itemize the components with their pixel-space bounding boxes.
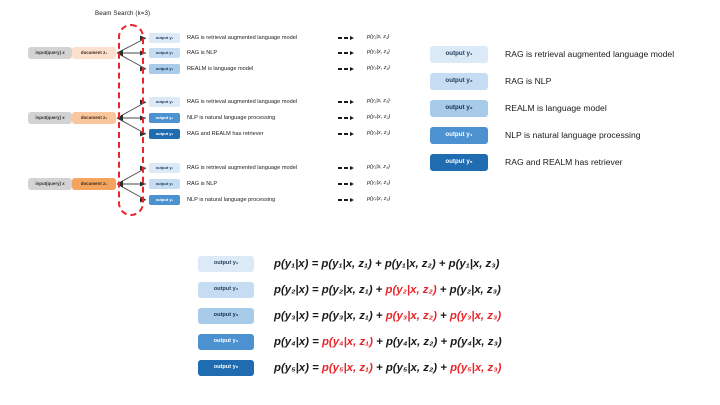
dashed-arrow-r3-o3: [338, 198, 354, 202]
legend-chip-y3: output y₃: [430, 100, 488, 117]
dashed-arrow-r3-o1: [338, 166, 354, 170]
sentence-r2-o3: RAG and REALM has retriever: [187, 131, 264, 137]
prob-label-r2-o1: p(y₁|x, z₂): [367, 98, 390, 104]
prob-label-r1-o2: p(y₂|x, z₁): [367, 49, 390, 55]
prob-label-r1-o3: p(y₃|x, z₁): [367, 65, 390, 71]
output-chip-r2-o2: output y₄: [149, 113, 180, 123]
legend-text-y4: NLP is natural language processing: [505, 130, 641, 140]
dashed-arrow-r2-o3: [338, 132, 354, 136]
dashed-arrow-r1-o3: [338, 67, 354, 71]
input-query-box-3: input(query) x: [28, 178, 72, 190]
document-box-3: document z₃: [72, 178, 116, 190]
sentence-r3-o1: RAG is retrieval augmented language mode…: [187, 165, 298, 171]
legend-chip-y2: output y₂: [430, 73, 488, 90]
prob-label-r3-o3: p(y₄|x, z₃): [367, 196, 391, 202]
legend-text-y2: RAG is NLP: [505, 76, 552, 86]
beam-search-title: Beam Search (k=3): [95, 10, 151, 17]
equation-chip-y2: output y₂: [198, 282, 254, 298]
equation-body-y4: p(y₄|x) = p(y₄|x, z₁) + p(y₄|x, z₂) + p(…: [274, 336, 502, 348]
output-chip-r3-o2: output y₂: [149, 179, 180, 189]
sentence-r2-o2: NLP is natural language processing: [187, 115, 276, 121]
output-chip-r2-o3: output y₅: [149, 129, 180, 139]
sentence-r3-o2: RAG is NLP: [187, 181, 218, 187]
equation-chip-y3: output y₃: [198, 308, 254, 324]
equation-body-y2: p(y₂|x) = p(y₂|x, z₁) + p(y₂|x, z₂) + p(…: [274, 284, 501, 296]
equation-chip-y4: output y₄: [198, 334, 254, 350]
equation-body-y3: p(y₃|x) = p(y₃|x, z₁) + p(y₃|x, z₂) + p(…: [274, 310, 502, 322]
prob-label-r3-o2: p(y₂|x, z₃): [367, 180, 391, 186]
input-query-box-2: input(query) x: [28, 112, 72, 124]
sentence-r1-o2: RAG is NLP: [187, 50, 218, 56]
equation-body-y1: p(y₁|x) = p(y₁|x, z₁) + p(y₁|x, z₂) + p(…: [274, 258, 500, 270]
output-chip-r1-o3: output y₃: [149, 64, 180, 74]
prob-label-r1-o1: p(y₁|x, z₁): [367, 34, 390, 40]
dashed-arrow-r3-o2: [338, 182, 354, 186]
prob-label-r3-o1: p(y₁|x, z₃): [367, 164, 390, 170]
sentence-r3-o3: NLP is natural language processing: [187, 197, 276, 203]
output-chip-r3-o1: output y₁: [149, 163, 180, 173]
legend-chip-y1: output y₁: [430, 46, 488, 63]
dashed-arrow-r1-o2: [338, 51, 354, 55]
sentence-r1-o1: RAG is retrieval augmented language mode…: [187, 35, 298, 41]
legend-chip-y5: output y₅: [430, 154, 488, 171]
sentence-r2-o1: RAG is retrieval augmented language mode…: [187, 99, 298, 105]
equation-chip-y5: output y₅: [198, 360, 254, 376]
prob-label-r2-o3: p(y₅|x, z₂): [367, 130, 391, 136]
output-chip-r2-o1: output y₁: [149, 97, 180, 107]
output-chip-r1-o1: output y₁: [149, 33, 180, 43]
equation-body-y5: p(y₅|x) = p(y₅|x, z₁) + p(y₅|x, z₂) + p(…: [274, 362, 502, 374]
document-box-2: document z₂: [72, 112, 116, 124]
document-box-1: document z₁: [72, 47, 116, 59]
input-query-box-1: input(query) x: [28, 47, 72, 59]
sentence-r1-o3: REALM is language model: [187, 66, 254, 72]
beam-search-region: [118, 24, 144, 216]
output-chip-r1-o2: output y₂: [149, 48, 180, 58]
dashed-arrow-r2-o1: [338, 100, 354, 104]
dashed-arrow-r2-o2: [338, 116, 354, 120]
dashed-arrow-r1-o1: [338, 36, 354, 40]
legend-chip-y4: output y₄: [430, 127, 488, 144]
output-chip-r3-o3: output y₄: [149, 195, 180, 205]
legend-text-y3: REALM is language model: [505, 103, 607, 113]
legend-text-y1: RAG is retrieval augmented language mode…: [505, 49, 675, 59]
prob-label-r2-o2: p(y₄|x, z₂): [367, 114, 391, 120]
legend-text-y5: RAG and REALM has retriever: [505, 157, 623, 167]
equation-chip-y1: output y₁: [198, 256, 254, 272]
